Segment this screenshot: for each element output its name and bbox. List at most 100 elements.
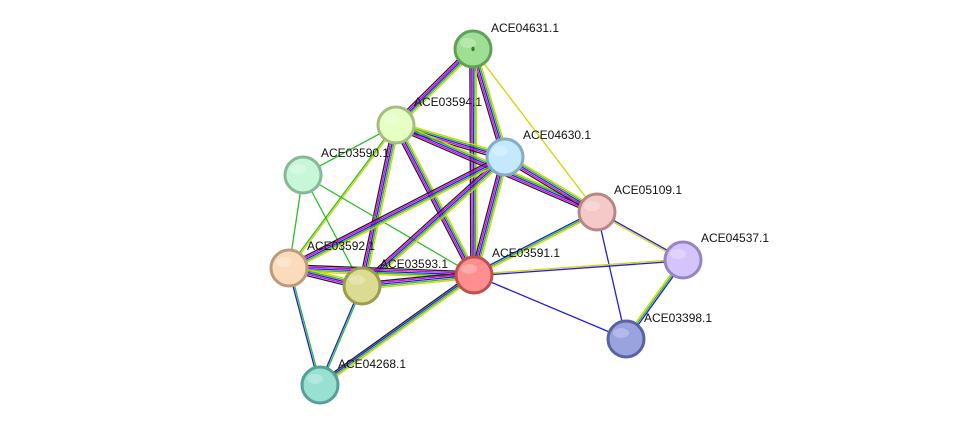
node-circle[interactable] bbox=[485, 137, 525, 177]
node-ACE03590.1[interactable]: ACE03590.1 bbox=[283, 146, 389, 195]
edge-ACE03594.1-ACE03591.1 bbox=[392, 123, 478, 277]
node-ACE04268.1[interactable]: ACE04268.1 bbox=[300, 357, 406, 405]
edge-strand bbox=[596, 211, 627, 340]
edge-strand bbox=[288, 156, 506, 269]
edge-strand bbox=[287, 268, 320, 386]
edge-strand bbox=[288, 267, 475, 276]
edge-strand bbox=[394, 125, 474, 277]
node-label: ACE04630.1 bbox=[523, 128, 591, 142]
edge-strand bbox=[471, 156, 505, 275]
node-label: ACE03593.1 bbox=[380, 257, 448, 271]
node-ACE04631.1[interactable]: ACE04631.1 bbox=[453, 21, 559, 69]
edge-ACE05109.1-ACE03398.1 bbox=[596, 211, 627, 340]
node-highlight bbox=[670, 249, 686, 259]
edge-strand bbox=[474, 157, 508, 276]
edge-ACE04630.1-ACE03591.1 bbox=[470, 156, 509, 276]
node-label: ACE04537.1 bbox=[701, 231, 769, 245]
node-circle[interactable] bbox=[300, 365, 340, 405]
edge-strand bbox=[363, 158, 508, 289]
edge-strand bbox=[320, 275, 475, 387]
edge-strand bbox=[359, 154, 504, 285]
node-label: ACE03591.1 bbox=[492, 246, 560, 260]
node-ACE04537.1[interactable]: ACE04537.1 bbox=[663, 231, 769, 280]
node-highlight bbox=[584, 201, 600, 211]
node-highlight bbox=[276, 257, 292, 267]
edge-strand bbox=[359, 124, 396, 286]
edge-strand bbox=[472, 209, 597, 275]
node-label: ACE04631.1 bbox=[491, 21, 559, 35]
node-center-mark bbox=[471, 46, 475, 52]
edge-strand bbox=[362, 125, 399, 287]
edge-strand bbox=[470, 156, 503, 275]
node-ACE03592.1[interactable]: ACE03592.1 bbox=[269, 239, 375, 288]
edge-strand bbox=[287, 153, 504, 266]
edge-strand bbox=[290, 159, 507, 272]
node-label: ACE03592.1 bbox=[307, 239, 375, 253]
edge-strand bbox=[360, 155, 505, 286]
node-highlight bbox=[290, 164, 306, 174]
node-label: ACE05109.1 bbox=[614, 183, 682, 197]
edge-ACE03592.1-ACE04268.1 bbox=[287, 267, 322, 386]
edge-strand bbox=[398, 123, 478, 274]
edge-ACE03591.1-ACE03398.1 bbox=[473, 274, 627, 340]
edge-ACE03591.1-ACE04268.1 bbox=[318, 272, 476, 388]
node-highlight bbox=[492, 146, 508, 156]
edge-strand bbox=[319, 273, 474, 385]
edge-ACE04631.1-ACE05109.1 bbox=[472, 48, 598, 213]
node-ACE05109.1[interactable]: ACE05109.1 bbox=[577, 183, 682, 232]
node-ACE04630.1[interactable]: ACE04630.1 bbox=[485, 128, 591, 177]
edge-ACE05109.1-ACE03591.1 bbox=[472, 209, 599, 278]
edge-strand bbox=[395, 124, 475, 276]
edge-strand bbox=[289, 264, 475, 273]
node-highlight bbox=[613, 328, 629, 338]
edge-ACE03590.1-ACE03591.1 bbox=[302, 174, 475, 276]
node-circle[interactable] bbox=[376, 105, 416, 145]
edge-strand bbox=[289, 157, 507, 271]
edge-ACE04537.1-ACE03591.1 bbox=[473, 258, 684, 277]
node-highlight bbox=[460, 38, 476, 48]
edge-strand bbox=[289, 125, 398, 269]
node-label: ACE03594.1 bbox=[414, 95, 482, 109]
edge-strand bbox=[396, 123, 476, 275]
node-label: ACE04268.1 bbox=[338, 357, 406, 371]
edge-strand bbox=[473, 211, 598, 276]
edge-ACE03594.1-ACE03592.1 bbox=[287, 124, 398, 269]
node-ACE03398.1[interactable]: ACE03398.1 bbox=[606, 311, 712, 359]
node-ACE03591.1[interactable]: ACE03591.1 bbox=[454, 246, 560, 295]
node-ACE03593.1[interactable]: ACE03593.1 bbox=[342, 257, 448, 306]
edge-strand bbox=[287, 154, 505, 268]
node-circle[interactable] bbox=[269, 248, 309, 288]
edge-strand bbox=[474, 212, 599, 278]
edge-strand bbox=[361, 156, 506, 287]
node-label: ACE03590.1 bbox=[321, 146, 389, 160]
node-ACE03594.1[interactable]: ACE03594.1 bbox=[376, 95, 482, 145]
edge-strand bbox=[362, 157, 507, 288]
node-highlight bbox=[307, 374, 323, 384]
node-circle[interactable] bbox=[342, 266, 382, 306]
node-layer: ACE04631.1ACE03594.1ACE04630.1ACE03590.1… bbox=[269, 21, 769, 405]
edge-strand bbox=[289, 265, 475, 275]
node-circle[interactable] bbox=[663, 240, 703, 280]
edge-strand bbox=[321, 276, 476, 388]
edge-strand bbox=[473, 48, 477, 275]
edge-ACE03594.1-ACE03593.1 bbox=[358, 124, 400, 287]
node-circle[interactable] bbox=[577, 192, 617, 232]
edge-strand bbox=[473, 274, 627, 340]
node-highlight bbox=[383, 114, 399, 124]
node-circle[interactable] bbox=[454, 255, 494, 295]
node-circle[interactable] bbox=[606, 319, 646, 359]
edge-strand bbox=[392, 126, 472, 277]
node-highlight bbox=[461, 264, 477, 274]
edge-strand bbox=[473, 258, 683, 275]
node-label: ACE03398.1 bbox=[644, 311, 712, 325]
node-circle[interactable] bbox=[283, 155, 323, 195]
edge-strand bbox=[469, 49, 472, 276]
edge-strand bbox=[361, 124, 397, 287]
edge-strand bbox=[472, 48, 598, 213]
edge-strand bbox=[287, 124, 396, 268]
node-highlight bbox=[349, 275, 365, 285]
edge-strand bbox=[358, 124, 394, 286]
edge-strand bbox=[474, 260, 684, 277]
edge-strand bbox=[289, 267, 322, 385]
